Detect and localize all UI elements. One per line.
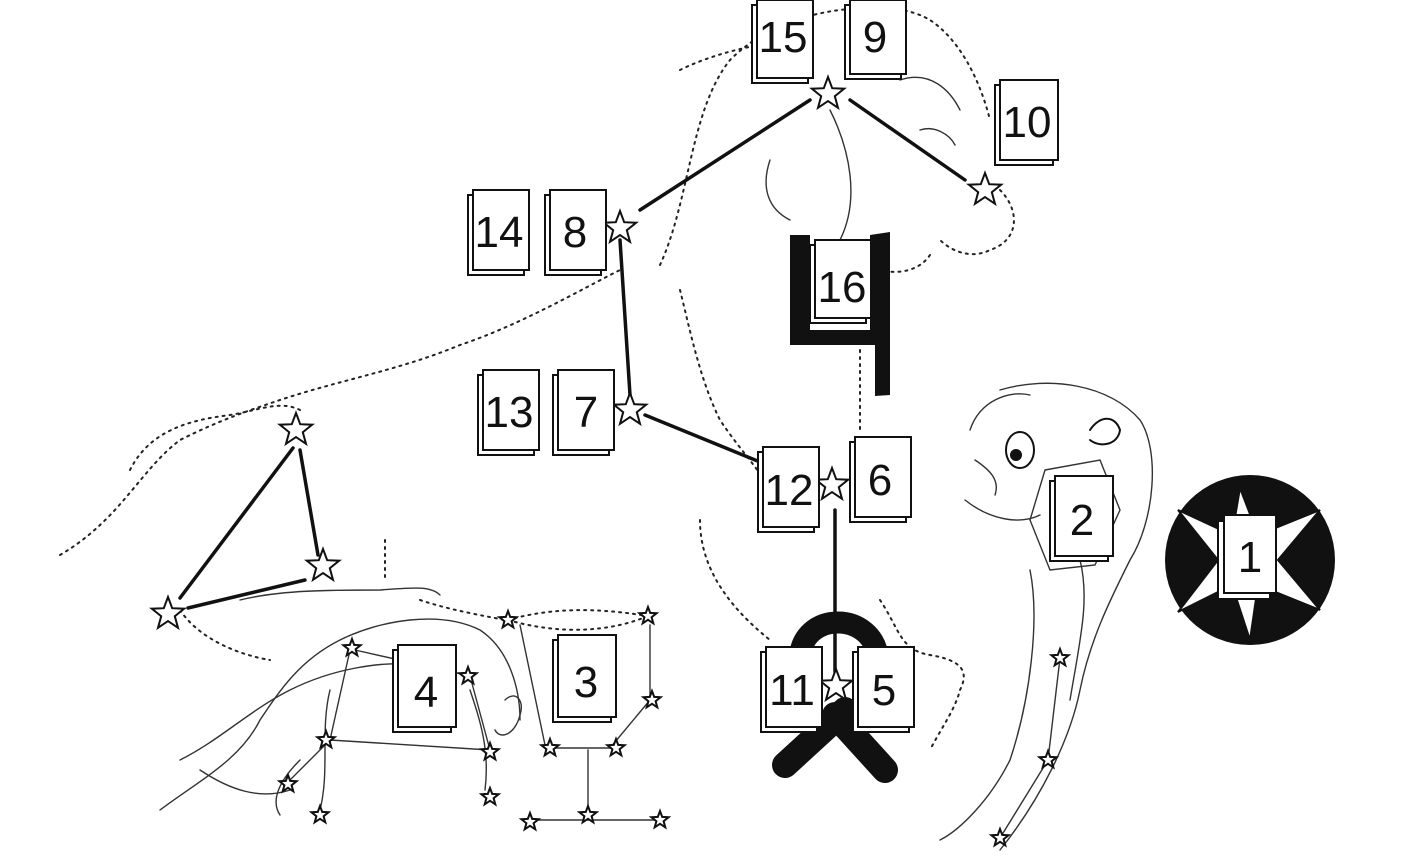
lion-figure-drawing (59, 6, 1015, 751)
star-icon (640, 688, 664, 710)
star-icon (340, 636, 364, 658)
star-icon (611, 390, 649, 427)
star-icon (456, 664, 480, 686)
star-icon (277, 410, 315, 447)
card-11: 11 (760, 646, 823, 733)
card-6-label: 6 (868, 456, 892, 505)
card-9: 9 (844, 0, 907, 80)
stars-layer (149, 74, 1072, 848)
star-icon (518, 810, 542, 832)
card-8-label: 8 (563, 208, 587, 257)
star-icon (478, 785, 502, 807)
card-1: 1 (1217, 514, 1277, 600)
star-icon (601, 208, 639, 245)
card-4-label: 4 (414, 668, 438, 717)
sea-serpent-drawing (939, 382, 1153, 851)
card-3-label: 3 (574, 658, 598, 707)
card-10-label: 10 (1003, 98, 1052, 147)
card-13-label: 13 (485, 388, 534, 437)
star-icon (304, 546, 342, 583)
card-6: 6 (849, 436, 912, 523)
card-12-label: 12 (765, 466, 814, 515)
jupiter-glyph-icon (772, 611, 898, 783)
star-icon (809, 74, 847, 111)
card-15-label: 15 (759, 13, 808, 62)
card-8: 8 (544, 189, 607, 276)
card-12: 12 (757, 446, 820, 533)
card-13: 13 (477, 369, 540, 456)
card-16-label: 16 (818, 263, 867, 312)
card-16: 16 (809, 239, 872, 324)
star-icon (538, 736, 562, 758)
star-icon (604, 736, 628, 758)
star-icon (576, 803, 600, 825)
star-icon (496, 608, 520, 630)
card-5: 5 (852, 646, 915, 733)
star-icon (988, 826, 1012, 848)
star-icon (1048, 646, 1072, 668)
star-icon (1036, 748, 1060, 770)
star-icon (648, 808, 672, 830)
star-icon (314, 728, 338, 750)
card-4: 4 (392, 644, 457, 733)
card-7: 7 (552, 369, 615, 456)
card-11-label: 11 (769, 666, 815, 715)
card-7-label: 7 (574, 388, 598, 437)
star-icon (813, 465, 851, 502)
star-icon (966, 170, 1004, 207)
star-icon (149, 594, 187, 631)
constellation-lines (178, 98, 1061, 839)
star-icon (276, 772, 300, 794)
star-icon (817, 666, 855, 703)
card-15: 15 (751, 0, 814, 84)
star-icon (478, 740, 502, 762)
card-5-label: 5 (872, 666, 896, 715)
card-1-label: 1 (1238, 533, 1262, 582)
star-icon (308, 803, 332, 825)
star-icon (636, 604, 660, 626)
card-9-label: 9 (863, 13, 887, 62)
card-2: 2 (1049, 475, 1114, 562)
crab-figure-drawing (159, 587, 522, 816)
card-10: 10 (994, 79, 1059, 166)
card-3: 3 (552, 634, 617, 723)
card-14: 14 (467, 189, 530, 276)
card-2-label: 2 (1070, 496, 1094, 545)
card-14-label: 14 (475, 208, 524, 257)
